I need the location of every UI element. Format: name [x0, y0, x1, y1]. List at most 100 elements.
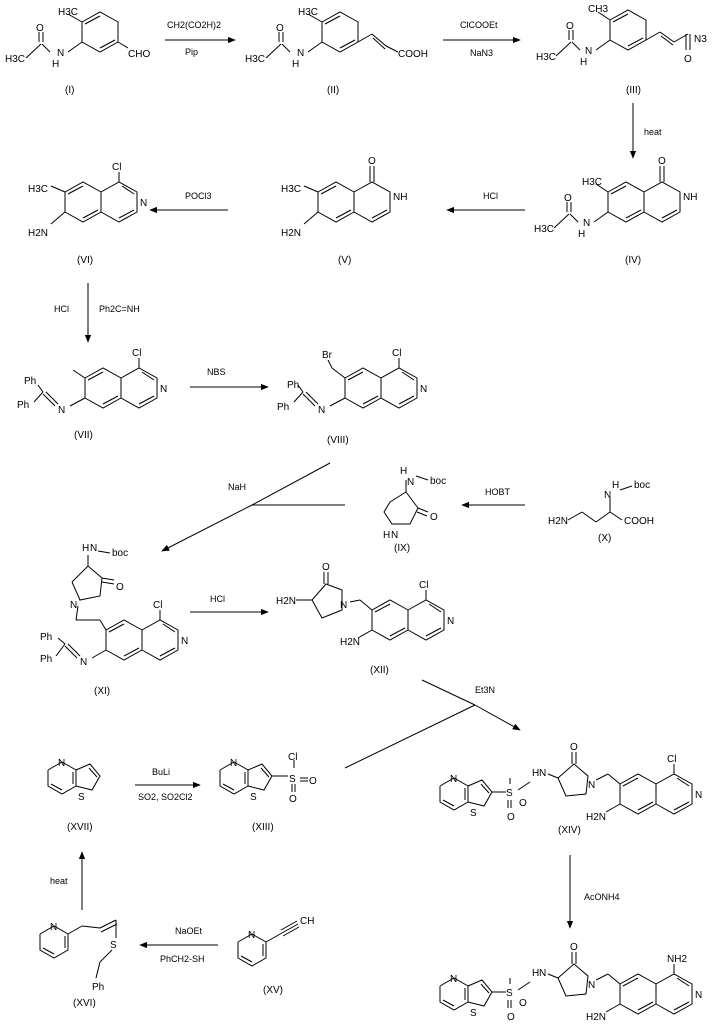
compound-IV: H3C O N H H3C O NH (IV) [534, 156, 697, 266]
arrow [421, 679, 476, 706]
amide-nitrogen-label: N [297, 48, 304, 59]
hydrogen-label: H [400, 466, 407, 477]
azide-label: N3 [694, 34, 707, 45]
compound-label: (VII) [74, 430, 93, 441]
arrow [161, 504, 253, 552]
amide-hydrogen-label: H [578, 229, 585, 240]
phenyl-label: Ph [24, 376, 36, 387]
reagent-label: HOBT [485, 487, 511, 497]
arrow [474, 704, 521, 731]
methyl-label: H3C [582, 177, 602, 188]
reagent-label: Et3N [475, 685, 495, 695]
reagent-label: HCl [483, 191, 498, 201]
amide-hydrogen-label: H [580, 57, 587, 68]
sulfonyl-oxygen-label: O [519, 798, 527, 809]
amidine-label: NH2 [667, 954, 687, 965]
reagent-label: HCl [54, 304, 69, 314]
phenyl-label: Ph [17, 400, 29, 411]
chlorine-label: Cl [112, 162, 121, 173]
final-product: N S S O O H N O N NH2 N H2N [439, 942, 702, 1023]
reagent-label: NBS [207, 367, 226, 377]
methyl-label: CH3 [588, 4, 608, 15]
compound-X: H2N H N boc COOH (X) [548, 480, 654, 544]
compound-label: (XIII) [252, 822, 274, 833]
compound-label: (VI) [77, 255, 93, 266]
compound-label: (XVII) [67, 822, 93, 833]
ring-nitrogen-label: N [140, 198, 147, 209]
reagent-label: NaN3 [470, 48, 493, 58]
reagent-label: CH2(CO2H)2 [167, 20, 221, 30]
compound-XVI: N S Ph (XVI) [39, 919, 118, 1009]
reagent-label: heat [644, 127, 662, 137]
sulfonyl-oxygen-label: O [507, 1012, 515, 1023]
carbonyl-oxygen-label: O [684, 54, 692, 65]
amine-label: H2N [276, 596, 296, 607]
hydrogen-label: H [612, 480, 619, 491]
amine-label: H2N [281, 228, 301, 239]
compound-label: (XII) [370, 665, 389, 676]
carboxylic-acid-label: COOH [398, 49, 428, 60]
compound-label: (X) [598, 533, 611, 544]
carbonyl-oxygen-label: O [658, 156, 666, 167]
reagent-label: Pip [185, 47, 198, 57]
reagent-label: SO2, SO2Cl2 [138, 792, 193, 802]
compound-III: CH3 O N H H3C O N3 (III) [536, 4, 707, 96]
lactam-nitrogen-label: N [391, 530, 398, 541]
reagent-label: PhCH2-SH [160, 954, 205, 964]
sulfur-label: S [78, 792, 85, 803]
amide-hydrogen-label: H [52, 59, 59, 70]
amide-hydrogen-label: H [292, 59, 299, 70]
compound-label: (I) [65, 85, 74, 96]
sulfur-label: S [250, 792, 257, 803]
alkyne-ch-label: CH [300, 916, 314, 927]
acetyl-methyl-label: H3C [5, 54, 25, 65]
amide-nitrogen-label: N [585, 46, 592, 57]
acetyl-methyl-label: H3C [536, 52, 556, 63]
sulfonyl-sulfur-label: S [506, 988, 513, 999]
chlorine-label: Cl [667, 754, 676, 765]
acetyl-methyl-label: H3C [534, 224, 554, 235]
reagent-label: heat [50, 876, 68, 886]
reagent-label: POCl3 [185, 191, 212, 201]
compound-label: (XV) [263, 985, 283, 996]
sulfonyl-sulfur-label: S [506, 788, 513, 799]
carboxylic-acid-label: COOH [624, 516, 654, 527]
compound-label: (XIV) [558, 825, 581, 836]
imine-nitrogen-label: N [58, 405, 65, 416]
chlorine-label: Cl [132, 348, 141, 359]
compound-II: H3C O N H H3C COOH (II) [245, 7, 428, 96]
sulfur-label: S [470, 808, 477, 819]
carbonyl-oxygen-label: O [116, 582, 124, 593]
pyridine-nitrogen-label: N [450, 974, 457, 985]
ring-nitrogen-label: N [160, 384, 167, 395]
ring-nitrogen-label: N [447, 616, 454, 627]
acetyl-methyl-label: H3C [245, 54, 265, 65]
hydrogen-label: H [532, 768, 539, 779]
compound-XVII: N S (XVII) [47, 758, 101, 833]
boc-label: boc [634, 480, 650, 491]
lactam-hydrogen-label: H [383, 530, 390, 541]
carbonyl-oxygen-label: O [368, 156, 376, 167]
sulfonyl-oxygen-label: O [507, 812, 515, 823]
ring-nitrogen-label: N [695, 990, 702, 1001]
chlorine-label: Cl [288, 752, 297, 763]
compound-VI: H3C H2N Cl N (VI) [28, 162, 147, 266]
ring-nitrogen-label: N [420, 384, 427, 395]
ring-nitrogen-label: N [181, 636, 188, 647]
compound-label: (IX) [394, 543, 410, 554]
oxygen-label: O [276, 23, 284, 34]
amine-label: H2N [586, 1012, 606, 1023]
methyl-label: H3C [281, 184, 301, 195]
sulfonyl-oxygen-label: O [289, 794, 297, 805]
chlorine-label: Cl [153, 600, 162, 611]
carbonyl-oxygen-label: O [430, 512, 438, 523]
phenyl-label: Ph [92, 982, 104, 993]
carbamate-nitrogen-label: N [90, 543, 97, 554]
carbamate-nitrogen-label: N [604, 490, 611, 501]
sulfonamide-nitrogen-label: N [539, 968, 546, 979]
carbonyl-oxygen-label: O [570, 942, 578, 953]
phenyl-label: Ph [287, 380, 299, 391]
amide-nitrogen-label: N [583, 218, 590, 229]
sulfur-label: S [470, 1008, 477, 1019]
